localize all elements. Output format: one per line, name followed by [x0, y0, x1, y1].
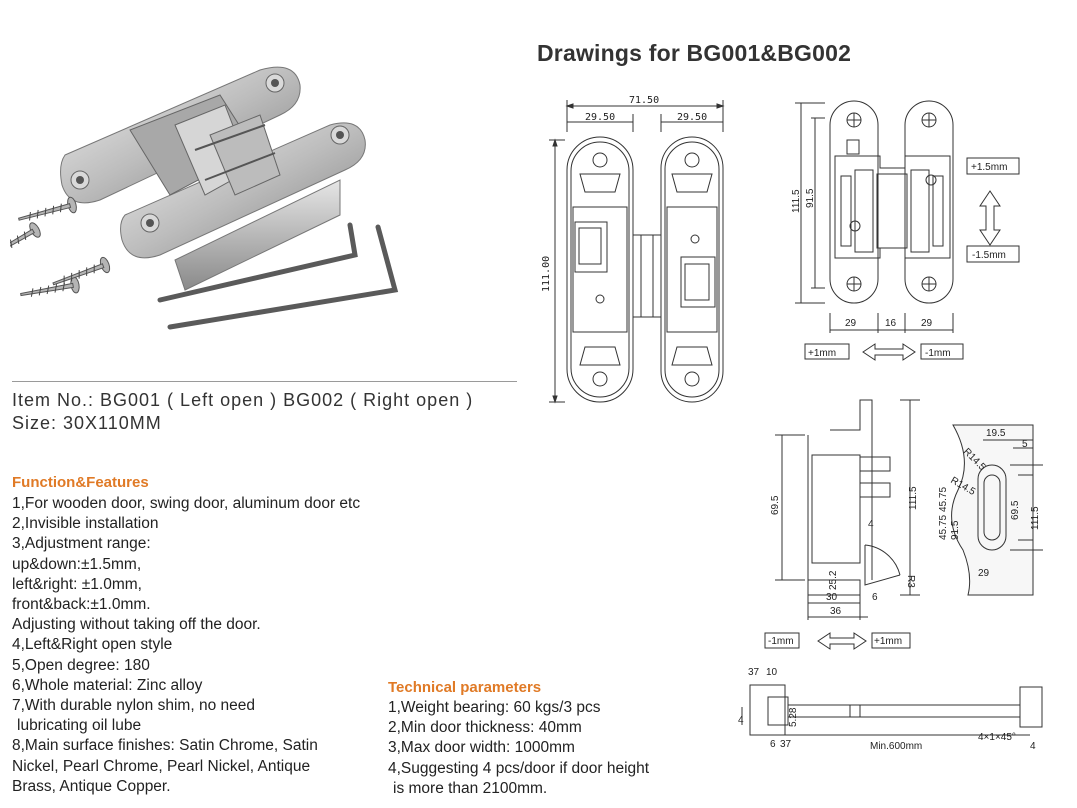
dim-side-36: 36	[830, 606, 842, 617]
dim-overall-width: 71.50	[629, 95, 659, 106]
product-photo	[10, 66, 399, 330]
dim-front-height-inner: 91.5	[805, 188, 816, 208]
dim-cut-5: 5	[1022, 439, 1028, 450]
feature-line: 2,Invisible installation	[12, 515, 159, 533]
label-down: -1.5mm	[972, 250, 1006, 261]
feature-line: 5,Open degree: 180	[12, 656, 150, 674]
size-spec: Size: 30X110MM	[12, 413, 162, 433]
side-view-drawing: 69.5 111.5 4 R3 25.2 30 6 36 -1mm +1mm	[764, 399, 920, 650]
feature-line: 6,Whole material: Zinc alloy	[12, 676, 203, 694]
item-number: Item No.: BG001 ( Left open ) BG002 ( Ri…	[12, 390, 474, 410]
dim-w1: 29	[845, 318, 857, 329]
feature-line: 4,Left&Right open style	[12, 636, 173, 654]
dim-side-height: 69.5	[770, 495, 781, 515]
dim-side-height-2: 111.5	[908, 486, 919, 510]
technical-line: 4,Suggesting 4 pcs/door if door height	[388, 759, 650, 777]
dim-drill-10: 10	[766, 667, 778, 678]
dim-right-width: 29.50	[677, 112, 707, 123]
label-fb-plus: +1mm	[874, 636, 902, 647]
label-left-plus: +1mm	[808, 348, 836, 359]
dim-left-width: 29.50	[585, 112, 615, 123]
page-title: Drawings for BG001&BG002	[537, 40, 852, 66]
hex-keys	[157, 222, 399, 330]
dim-drill-6: 6	[770, 739, 776, 750]
dim-height: 111.00	[541, 256, 552, 292]
feature-line: lubricating oil lube	[17, 717, 142, 735]
feature-line: Adjusting without taking off the door.	[12, 616, 261, 634]
technical-line: 2,Min door thickness: 40mm	[388, 719, 582, 737]
dim-cut-91-5: 91.5	[950, 520, 961, 540]
features-heading: Function&Features	[12, 474, 149, 491]
label-right-minus: -1mm	[925, 348, 951, 359]
feature-line: front&back:±1.0mm.	[12, 596, 151, 614]
dim-cut-45-75a: 45.75	[938, 487, 949, 512]
dim-drill-4b: 4	[1030, 741, 1036, 752]
dim-drill-37: 37	[748, 667, 760, 678]
dim-cut-111-5: 111.5	[1030, 506, 1041, 530]
dim-side-6: 6	[872, 592, 878, 603]
technical-list: 1,Weight bearing: 60 kgs/3 pcs 2,Min doo…	[388, 698, 688, 799]
technical-heading: Technical parameters	[388, 679, 542, 696]
feature-line: 8,Main surface finishes: Satin Chrome, S…	[12, 737, 318, 755]
cutout-drawing: 19.5 5 R14.5 R14.5 45.75 45.75 91.5 69.5…	[938, 424, 1043, 596]
technical-line: 3,Max door width: 1000mm	[388, 739, 575, 757]
feature-line: Nickel, Pearl Chrome, Pearl Nickel, Anti…	[12, 757, 311, 775]
dim-side-radius: R3	[905, 575, 916, 588]
dim-drill-4: 4	[738, 715, 744, 726]
features-list: 1,For wooden door, swing door, aluminum …	[12, 494, 392, 797]
label-up: +1.5mm	[971, 162, 1007, 173]
dim-side-30: 30	[826, 592, 838, 603]
dim-cut-19-5: 19.5	[986, 428, 1006, 439]
technical-line: is more than 2100mm.	[393, 779, 548, 797]
front-view-drawing: 111.5 91.5 29 16 29 +1.5mm -1.5mm +1mm -…	[791, 100, 1020, 361]
dim-w2: 16	[885, 318, 897, 329]
dim-drill-chamfer: 4×1×45°	[978, 732, 1016, 743]
dim-drill-5-28: 5.28	[788, 707, 799, 727]
technical-line: 1,Weight bearing: 60 kgs/3 pcs	[388, 699, 601, 716]
label-fb-minus: -1mm	[768, 636, 794, 647]
dim-drill-37b: 37	[780, 739, 792, 750]
screws	[10, 196, 111, 297]
dim-cut-45-75b: 45.75	[938, 515, 949, 540]
dim-side-4: 4	[868, 519, 874, 530]
dim-w3: 29	[921, 318, 933, 329]
dim-cut-69-5: 69.5	[1010, 500, 1021, 520]
feature-line: 7,With durable nylon shim, no need	[12, 697, 255, 715]
feature-line: 3,Adjustment range:	[12, 535, 151, 553]
drilling-drawing: 37 10 4 5.28 6 37 Min.600mm 4×1×45° 4	[738, 667, 1043, 752]
feature-line: Brass, Antique Copper.	[12, 777, 171, 795]
feature-line: up&down:±1.5mm,	[12, 555, 142, 573]
feature-line: 1,For wooden door, swing door, aluminum …	[12, 495, 361, 512]
hinge-mechanism	[129, 94, 281, 196]
dim-cut-29: 29	[978, 568, 990, 579]
top-view-drawing: 71.50 29.50 29.50 111.00	[541, 95, 725, 404]
feature-line: left&right: ±1.0mm,	[12, 575, 142, 593]
dim-side-25: 25.2	[828, 570, 839, 590]
dim-front-height: 111.5	[791, 189, 802, 213]
divider	[12, 381, 517, 382]
dim-drill-min: Min.600mm	[870, 741, 922, 752]
